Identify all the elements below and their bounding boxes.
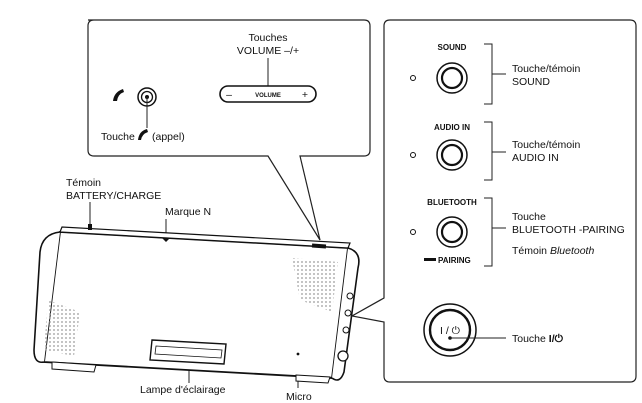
bt-pairing-label: PAIRING <box>438 256 471 265</box>
audio-in-button[interactable] <box>436 139 468 171</box>
audio-desc-line1: Touche/témoin <box>512 139 580 151</box>
speaker-top-edge <box>59 226 351 249</box>
foot-right <box>295 374 331 384</box>
sound-bracket <box>484 43 506 105</box>
audio-bracket <box>484 121 506 181</box>
foot-left <box>51 361 97 373</box>
illumination-lamp <box>149 339 227 365</box>
audio-desc-line2: AUDIO IN <box>512 152 559 164</box>
bt-desc-line2: BLUETOOTH -PAIRING <box>512 224 625 236</box>
side-panel-callout: SOUND Touche/témoin SOUND AUDIO IN Touch… <box>350 19 637 383</box>
mark-n-label: Marque N <box>165 206 211 218</box>
power-icon: I / ⏻ <box>440 325 461 337</box>
call-label-prefix: Touche <box>101 131 135 143</box>
sound-indicator <box>410 75 416 81</box>
callout-frame-right <box>350 19 637 383</box>
volume-heading-line2: VOLUME –/+ <box>237 45 299 57</box>
bt-indicator <box>410 229 416 235</box>
speaker-grille-right <box>292 258 338 312</box>
bt-desc-line3-prefix: Témoin <box>512 245 547 257</box>
callout-frame <box>87 19 371 241</box>
bluetooth-button[interactable] <box>436 216 468 248</box>
volume-minus-label: – <box>226 89 232 101</box>
volume-plus-label: + <box>302 89 308 101</box>
volume-call-callout: Touches VOLUME –/+ – VOLUME + Touche (ap… <box>87 19 371 241</box>
sound-key-label: SOUND <box>438 43 467 52</box>
power-desc: Touche I/⏻ <box>512 332 564 345</box>
n-mark <box>162 238 170 242</box>
phone-icon-small <box>138 129 148 140</box>
sound-desc-line2: SOUND <box>512 76 550 88</box>
speaker-left-edge <box>33 231 61 364</box>
power-desc-symbol: I/⏻ <box>549 332 564 345</box>
battery-label-line1: Témoin <box>66 177 101 189</box>
side-power-key <box>337 350 349 362</box>
microphone <box>296 352 300 356</box>
lamp-label: Lampe d'éclairage <box>140 384 226 396</box>
audio-key-label: AUDIO IN <box>434 123 470 132</box>
power-desc-prefix: Touche <box>512 333 546 345</box>
phone-icon <box>113 89 124 101</box>
side-bt-key <box>342 326 350 334</box>
sound-desc-line1: Touche/témoin <box>512 63 580 75</box>
speaker-top-volume-key <box>311 243 327 249</box>
battery-label-line2: BATTERY/CHARGE <box>66 190 161 202</box>
volume-key-text: VOLUME <box>255 93 281 99</box>
battery-indicator <box>88 224 92 230</box>
bt-desc-line3: Témoin Bluetooth <box>512 245 594 257</box>
sound-button[interactable] <box>436 62 468 94</box>
power-button[interactable] <box>423 303 477 357</box>
side-sound-key <box>346 292 354 300</box>
bt-desc-line1: Touche <box>512 211 546 223</box>
illumination-lamp-inner <box>154 345 223 359</box>
side-audio-key <box>344 309 352 317</box>
audio-indicator <box>410 152 416 158</box>
pairing-dash <box>424 258 436 261</box>
bt-key-label: BLUETOOTH <box>427 198 477 207</box>
bt-desc-line3-italic: Bluetooth <box>550 245 595 257</box>
bt-bracket <box>484 197 506 267</box>
speaker-body <box>33 224 360 384</box>
speaker-grille-left <box>44 300 80 356</box>
call-label-suffix: (appel) <box>152 131 185 143</box>
volume-key[interactable]: – VOLUME + <box>219 85 317 103</box>
volume-heading-line1: Touches <box>248 32 287 44</box>
micro-label: Micro <box>286 391 312 403</box>
volume-key-body[interactable] <box>219 85 317 103</box>
